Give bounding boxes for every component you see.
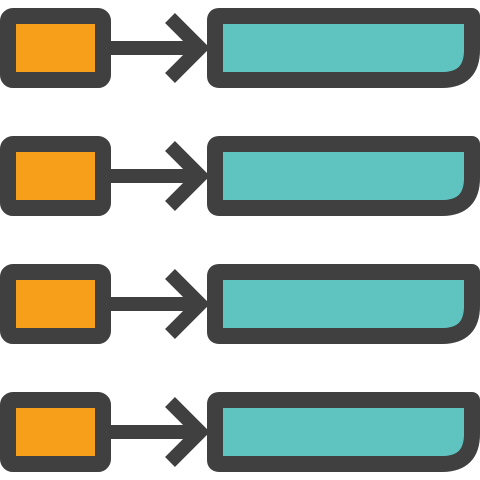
value-bar [207, 136, 480, 216]
key-box [0, 136, 111, 216]
arrow-head-icon [165, 141, 210, 211]
value-bar [207, 264, 480, 344]
mapping-row [0, 392, 480, 472]
arrow-head-icon [165, 269, 210, 339]
mapping-row [0, 136, 480, 216]
mapping-row [0, 8, 480, 88]
key-box [0, 392, 111, 472]
mapping-row [0, 264, 480, 344]
arrow-head-icon [165, 13, 210, 83]
key-box [0, 264, 111, 344]
key-box [0, 8, 111, 88]
value-bar [207, 8, 480, 88]
value-bar [207, 392, 480, 472]
arrow-head-icon [165, 397, 210, 467]
